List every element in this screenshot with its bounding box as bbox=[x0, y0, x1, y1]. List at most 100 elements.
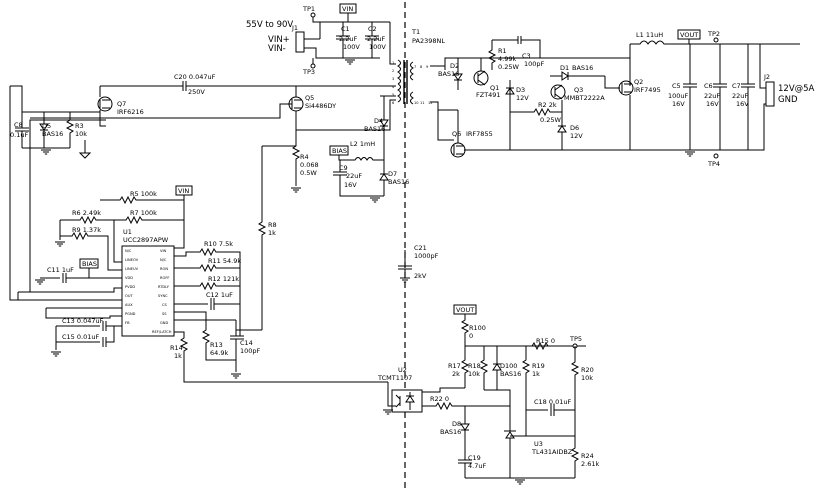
r17-ref: R17 bbox=[448, 362, 461, 370]
c1-ref: C1 bbox=[341, 25, 350, 33]
l2-value: 1mH bbox=[360, 140, 375, 148]
r10-ref: R10 bbox=[204, 240, 217, 248]
c2-voltage: 100V bbox=[369, 43, 386, 51]
q7-part: IRF6216 bbox=[117, 108, 144, 116]
tp4-label: TP4 bbox=[707, 160, 720, 168]
r4-ref: R4 bbox=[300, 153, 309, 161]
c2-value: 2.2uF bbox=[367, 35, 385, 43]
r14-value: 1k bbox=[174, 352, 182, 360]
r11-value: 54.9k bbox=[223, 257, 241, 265]
u1-part: UCC2897APW bbox=[123, 236, 169, 244]
j1-ref: J1 bbox=[291, 24, 298, 32]
q2-mosfet bbox=[618, 80, 634, 96]
r9-ref: R9 bbox=[72, 226, 81, 234]
r7-ref: R7 bbox=[130, 209, 139, 217]
tp3-label: TP3 bbox=[302, 68, 315, 76]
l2-label: L2 1mH bbox=[350, 140, 375, 148]
u1-pin-aux: AUX bbox=[125, 303, 133, 307]
t1-pin-6: 6 bbox=[392, 101, 395, 105]
r5-value: 100k bbox=[141, 190, 157, 198]
u1-pin-pgnd: PGND bbox=[125, 312, 136, 316]
q7-ref: Q7 bbox=[117, 100, 126, 108]
u1-pin-lineov: LINEOV bbox=[125, 258, 139, 262]
d6-ref: D6 bbox=[570, 124, 579, 132]
c21-value: 1000pF bbox=[414, 252, 439, 260]
r9-value: 1.37k bbox=[83, 226, 101, 234]
r15-value: 0 bbox=[551, 337, 555, 345]
r8-value: 1k bbox=[268, 229, 276, 237]
c20-value: 0.047uF bbox=[189, 73, 216, 81]
c7-value: 22uF bbox=[732, 92, 748, 100]
u1-pin-ref: REF/LATCH bbox=[152, 330, 172, 334]
r7-label: R7 100k bbox=[130, 209, 157, 217]
r1-value: 4.99k bbox=[498, 55, 516, 63]
u1-pin-vdd: VDD bbox=[125, 276, 133, 280]
r2-power: 0.25W bbox=[540, 116, 561, 124]
d4-ref: D4 bbox=[374, 117, 383, 125]
q6-mosfet bbox=[450, 142, 466, 158]
c3-ref: C3 bbox=[522, 52, 531, 60]
c11-label: C11 1uF bbox=[47, 266, 74, 274]
c15-ref: C15 bbox=[62, 333, 75, 341]
c21-voltage: 2kV bbox=[414, 272, 427, 280]
connector-j2 bbox=[765, 81, 775, 107]
c20-ref: C20 bbox=[174, 73, 187, 81]
r3-value: 10k bbox=[75, 130, 87, 138]
tp5-label: TP5 bbox=[569, 335, 582, 343]
t1-ref: T1 bbox=[411, 28, 420, 36]
r22-label: R22 0 bbox=[430, 395, 449, 403]
q3-ref: Q3 bbox=[574, 86, 583, 94]
r22-value: 0 bbox=[445, 395, 449, 403]
r10-label: R10 7.5k bbox=[204, 240, 233, 248]
c15-label: C15 0.01uF bbox=[62, 333, 99, 341]
input-range-label: 55V to 90V bbox=[246, 20, 293, 30]
vin-plus-label: VIN+ bbox=[268, 35, 290, 45]
bias-net-label: BIAS bbox=[332, 147, 347, 155]
d3-value: 12V bbox=[516, 94, 529, 102]
t1-pin-5: 5 bbox=[392, 93, 394, 97]
c21-ref: C21 bbox=[414, 244, 427, 252]
c15-value: 0.01uF bbox=[77, 333, 100, 341]
u3-part: TL431AIDBZ bbox=[531, 448, 573, 456]
r6-value: 2.49k bbox=[83, 209, 101, 217]
c12-ref: C12 bbox=[206, 291, 219, 299]
controller-section: U1 UCC2897APW N/C LINEOV LINEUV VDD PVDD… bbox=[9, 85, 388, 383]
l1-label: L1 11uH bbox=[636, 31, 663, 39]
q7-mosfet bbox=[97, 96, 113, 112]
u1-bias-label: BIAS bbox=[82, 260, 97, 268]
r20-value: 10k bbox=[581, 374, 593, 382]
c5-voltage: 16V bbox=[672, 100, 685, 108]
u1-pin-rtdly: RTDLY bbox=[158, 285, 170, 289]
c18-ref: C18 bbox=[534, 398, 547, 406]
u2-ref: U2 bbox=[398, 366, 407, 374]
u1-pin-gnd: GND bbox=[160, 321, 168, 325]
r12-ref: R12 bbox=[208, 275, 221, 283]
c1-voltage: 100V bbox=[343, 43, 360, 51]
q3-transistor bbox=[550, 84, 566, 100]
u1-ref: U1 bbox=[123, 228, 132, 236]
r100-value: 0 bbox=[469, 332, 473, 340]
l1-ref: L1 bbox=[636, 31, 644, 39]
c2-ref: C2 bbox=[368, 25, 377, 33]
u1-pin-ss: SS bbox=[162, 312, 167, 316]
u1-pin-fb: FB bbox=[125, 321, 130, 325]
c18-label: C18 0.01uF bbox=[534, 398, 571, 406]
r20-ref: R20 bbox=[581, 366, 594, 374]
vin-minus-label: VIN- bbox=[268, 44, 286, 54]
q1-ref: Q1 bbox=[490, 84, 499, 92]
r11-ref: R11 bbox=[208, 257, 221, 265]
r9-label: R9 1.37k bbox=[72, 226, 101, 234]
q1-transistor bbox=[473, 70, 489, 86]
d5-part: BAS16 bbox=[42, 130, 63, 138]
r100-ref: R100 bbox=[469, 324, 486, 332]
t1-pin-7: 7 bbox=[414, 65, 416, 69]
q2-part: IRF7495 bbox=[634, 86, 661, 94]
j2-gnd-label: GND bbox=[778, 95, 798, 105]
d4-part: BAS16 bbox=[364, 125, 385, 133]
tp2-label: TP2 bbox=[707, 30, 720, 38]
connector-j1 bbox=[295, 31, 305, 53]
d8-part: BAS16 bbox=[440, 428, 461, 436]
c1-value: 2.2uF bbox=[339, 35, 357, 43]
u1-pin-ron: RON bbox=[160, 267, 168, 271]
